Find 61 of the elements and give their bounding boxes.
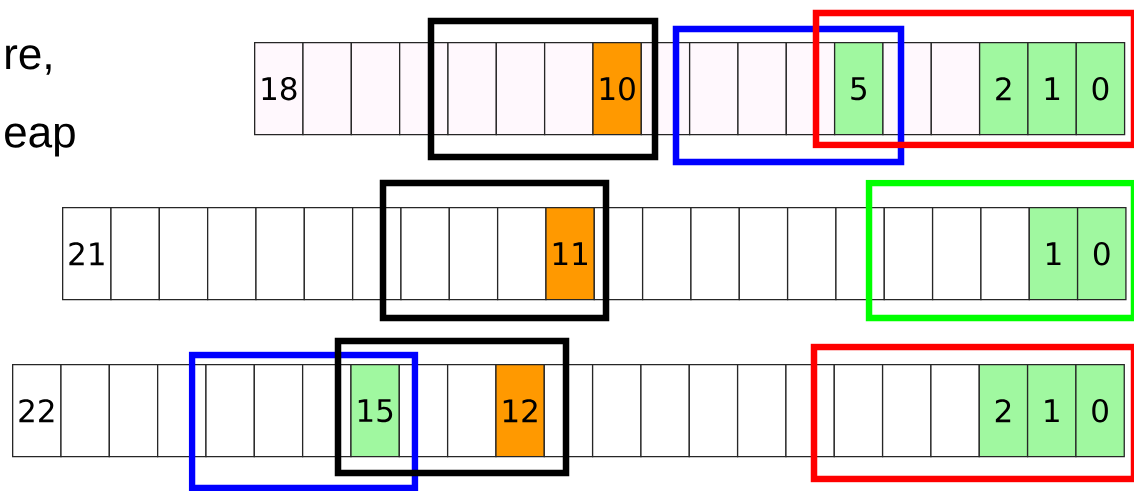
bit-cell [591,364,642,458]
bit-cell [158,207,209,301]
bit-cell [544,42,594,136]
bit-cell: 2 [978,42,1029,136]
bit-cell [303,207,354,301]
bit-cell: 15 [350,364,400,458]
bit-cell [205,364,255,458]
bit-cell: 1 [1026,364,1077,458]
bit-cell [931,207,982,301]
bit-cell [400,207,450,301]
bit-cell: 5 [833,42,884,136]
highlight-frame [379,179,610,322]
bit-cell: 2 [978,364,1029,458]
slide-text: eap [5,123,75,157]
bit-cell: 18 [254,42,304,136]
bit-cell [930,364,980,458]
bit-cell: 22 [12,364,62,458]
bit-cell [350,42,401,136]
highlight-frame [334,337,570,477]
highlight-frame [188,351,419,491]
bit-cell [737,42,787,136]
bit-cell [786,207,837,301]
bit-cell [640,364,690,458]
bit-cell: 10 [592,42,642,136]
bit-cell [497,207,547,301]
bit-cell: 21 [62,207,112,301]
highlight-frame [865,179,1134,322]
bit-cell: 12 [495,364,545,458]
bit-cell: 0 [1075,42,1126,136]
bit-cell [447,42,497,136]
bit-cell [207,207,257,301]
bit-cell: 1 [1027,42,1077,136]
highlight-frame [810,343,1134,483]
bit-cell: 0 [1076,207,1127,301]
bit-cell [690,207,740,301]
bit-cell [448,207,499,301]
bit-cell: 0 [1075,364,1125,458]
bit-cell: 1 [1028,207,1079,301]
highlight-frame [812,9,1134,149]
bit-cell [736,364,787,458]
bit-cell [60,364,110,458]
highlight-frame [427,17,659,161]
highlight-frame [672,25,905,166]
bit-cell [108,364,159,458]
bit-cell [980,207,1030,301]
bit-cell [688,364,739,458]
bit-cell [110,207,160,301]
bit-cell: 11 [545,207,595,301]
bit-cell [881,364,932,458]
bit-cell [302,42,352,136]
bit-cell [883,207,934,301]
bit-cell [253,364,304,458]
bit-cell [495,42,546,136]
bit-cell [641,207,692,301]
bit-cell [447,364,497,458]
bit-cell [738,207,789,301]
bit-cell [255,207,305,301]
slide-text: re, [6,45,51,75]
bit-cell [833,364,884,458]
bit-cell [689,42,739,136]
bit-cell [930,42,981,136]
